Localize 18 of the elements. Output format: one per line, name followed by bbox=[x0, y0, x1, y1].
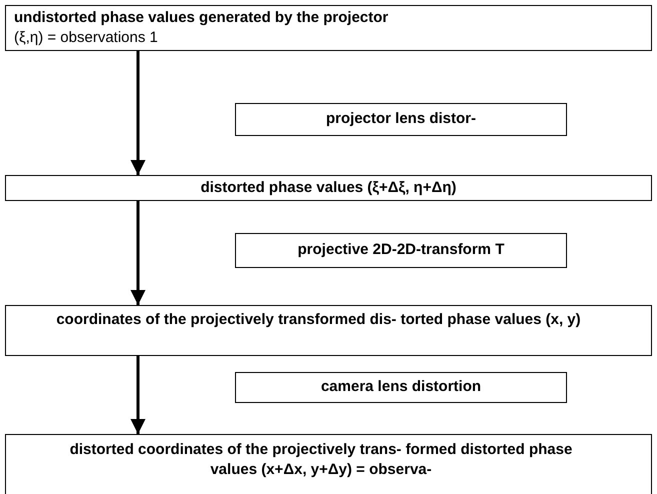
process-box bbox=[5, 434, 652, 494]
box-text: camera lens distortion bbox=[320, 377, 482, 397]
arrow bbox=[130, 356, 146, 434]
annotation-box bbox=[235, 233, 567, 268]
arrow bbox=[130, 51, 146, 175]
subtitle-text: (ξ,η) = observations 1 bbox=[14, 28, 159, 48]
process-box bbox=[5, 305, 652, 356]
process-box bbox=[5, 175, 652, 201]
box-text: distorted phase values (ξ+Δξ, η+Δη) bbox=[200, 178, 458, 198]
annotation-box bbox=[235, 372, 567, 403]
annotation-box bbox=[235, 103, 567, 136]
box-text: distorted coordinates of the projectively trans- formed distorted phase values (x+Δx, y+Δy) = observa- bbox=[68, 440, 574, 480]
process-box bbox=[5, 5, 652, 51]
arrow bbox=[130, 201, 146, 305]
box-text: coordinates of the projectively transformed dis- torted phase values (x, y) bbox=[55, 310, 582, 330]
box-text: projector lens distor- bbox=[324, 109, 478, 129]
box-text: projective 2D-2D-transform T bbox=[296, 240, 506, 260]
box-text: undistorted phase values generated by the projector bbox=[14, 8, 390, 28]
